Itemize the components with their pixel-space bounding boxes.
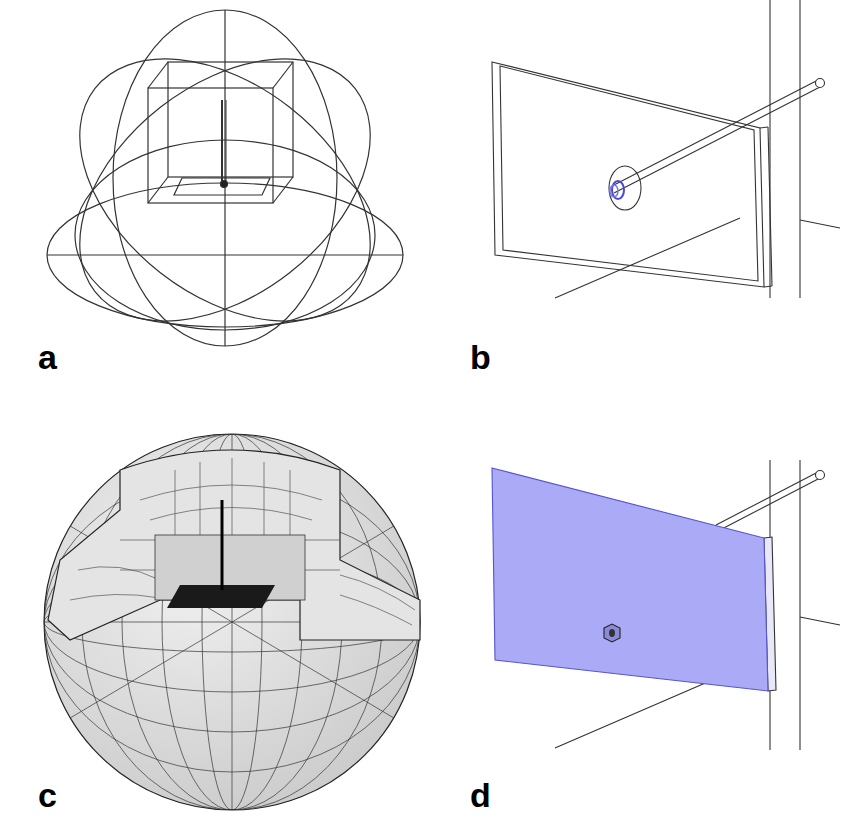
plate-solid-d [492,460,840,750]
wireframe-a [30,6,419,375]
plate-wireframe-b [492,0,840,298]
meshed-sphere [44,434,420,810]
panel-label: b [470,340,491,374]
panel-label: a [38,340,57,374]
panel-label: d [470,778,491,812]
panel-label: c [38,778,57,812]
